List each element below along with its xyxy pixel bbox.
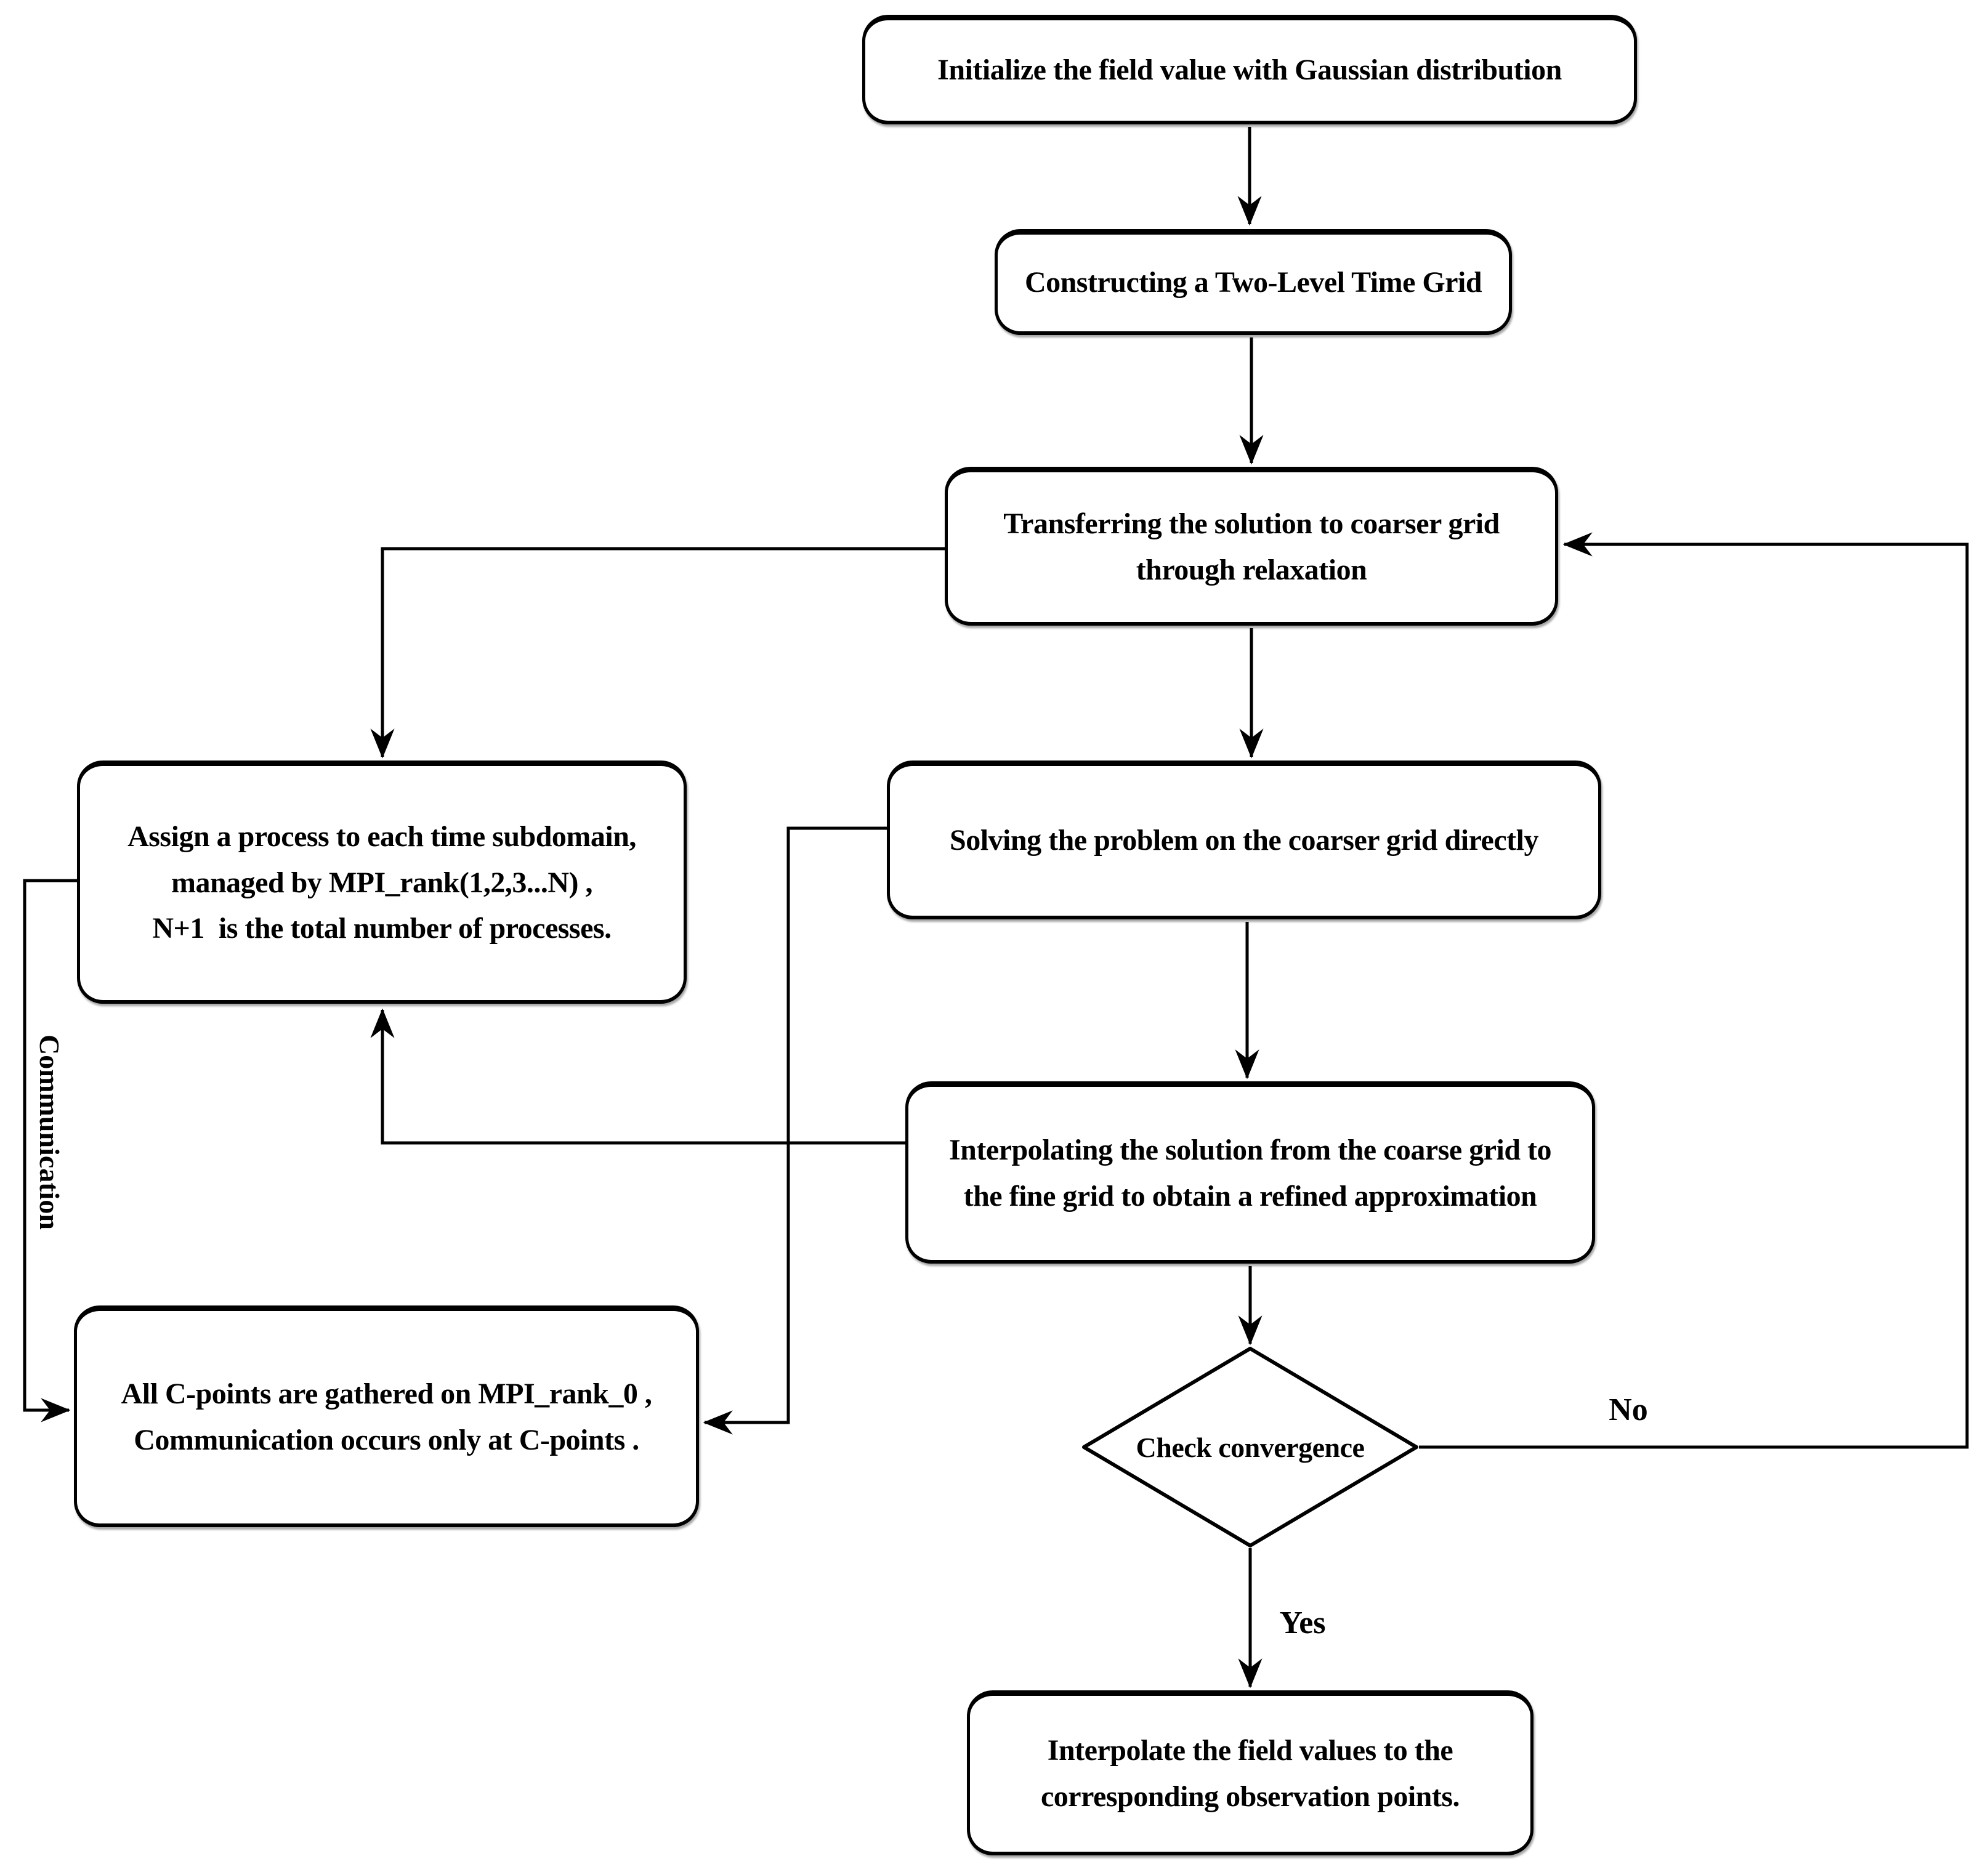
node-final-interpolate-observation: Interpolate the field values to the corr… [967, 1690, 1533, 1855]
node-check-convergence: Check convergence [1136, 1431, 1365, 1463]
edge-label-no: No [1609, 1392, 1648, 1427]
node-solve-coarser-grid: Solving the problem on the coarser grid … [887, 761, 1601, 919]
node-construct-time-grid: Constructing a Two-Level Time Grid [995, 229, 1512, 335]
edge-transfer-to-assign [370, 547, 945, 759]
edge-interp-to-assign [370, 1008, 905, 1145]
decision-diamond-shape [1082, 1347, 1418, 1547]
node-interpolate-refined: Interpolating the solution from the coar… [905, 1081, 1595, 1264]
edge-check-to-transfer-no-loop [1419, 532, 1969, 1449]
edge-solve-to-gather [703, 826, 888, 1435]
edge-assign-to-gather-communication [23, 879, 77, 1422]
edge-label-communication: Communication [34, 1035, 65, 1230]
node-gather-c-points: All C-points are gathered on MPI_rank_0 … [74, 1305, 699, 1527]
node-initialize-field: Initialize the field value with Gaussian… [862, 15, 1637, 124]
edge-label-yes: Yes [1279, 1605, 1326, 1640]
node-transfer-to-coarser-grid: Transferring the solution to coarser gri… [945, 467, 1558, 626]
node-assign-process: Assign a process to each time subdomain,… [77, 761, 687, 1004]
